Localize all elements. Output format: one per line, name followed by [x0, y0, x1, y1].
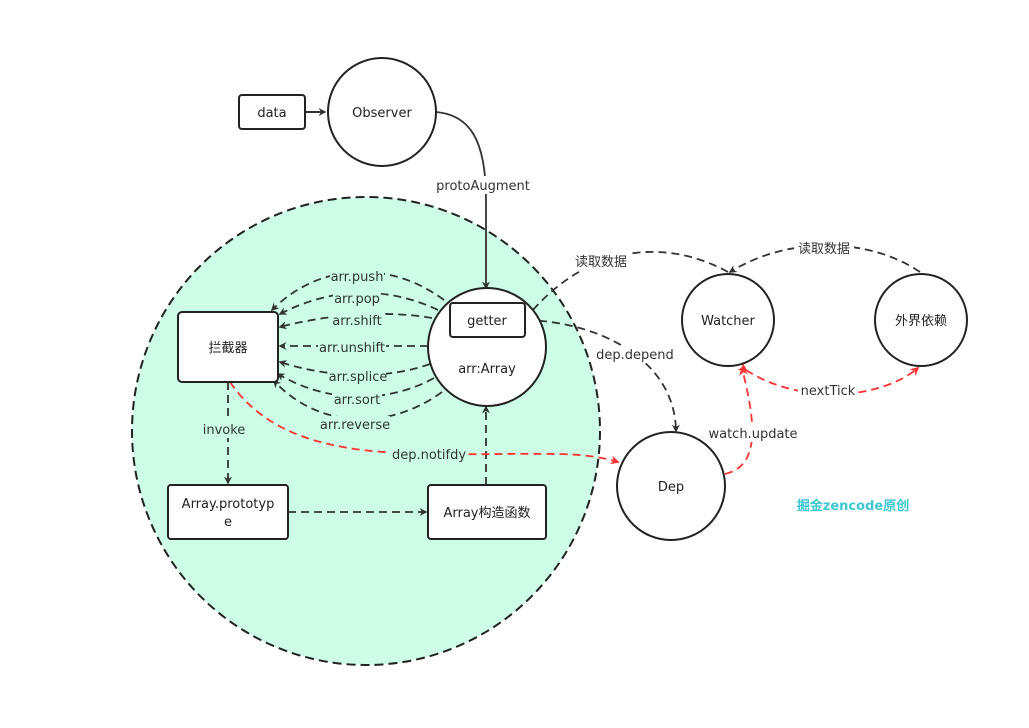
- array-constructor-node-label: Array构造函数: [443, 506, 530, 521]
- svg-text:protoAugment: protoAugment: [436, 179, 530, 194]
- label-proto-augment: protoAugment: [433, 176, 533, 194]
- edge-watch-update: [724, 366, 754, 475]
- dep-node: [616, 431, 726, 541]
- label-arr-sort: arr.sort: [332, 391, 382, 408]
- label-arr-push: arr.push: [330, 268, 384, 285]
- array-prototype-node: [167, 484, 289, 540]
- edge-arr-shift: [278, 313, 433, 330]
- svg-text:读取数据: 读取数据: [575, 255, 627, 270]
- svg-text:arr.sort: arr.sort: [334, 393, 381, 408]
- label-watch-update: watch.update: [708, 425, 798, 442]
- svg-text:读取数据: 读取数据: [798, 242, 850, 257]
- svg-text:arr.splice: arr.splice: [329, 370, 388, 385]
- watcher-node: [681, 273, 775, 367]
- label-invoke: invoke: [200, 421, 250, 438]
- label-next-tick: nextTick: [798, 382, 858, 399]
- array-constructor-node: [427, 484, 547, 540]
- svg-text:arr.pop: arr.pop: [334, 292, 380, 307]
- arr-array-node-label: arr:Array: [458, 362, 516, 377]
- label-arr-unshift: arr.unshift: [318, 340, 386, 356]
- data-node: [238, 94, 306, 130]
- label-dep-notify: dep.notifdy: [390, 446, 468, 463]
- svg-text:arr.shift: arr.shift: [332, 314, 381, 329]
- svg-text:arr.reverse: arr.reverse: [320, 418, 390, 433]
- watcher-node-label: Watcher: [701, 314, 755, 329]
- svg-text:arr.unshift: arr.unshift: [319, 341, 385, 356]
- label-arr-shift: arr.shift: [330, 313, 384, 329]
- observer-node-label: Observer: [352, 106, 412, 121]
- svg-text:dep.depend: dep.depend: [596, 348, 674, 363]
- array-prototype-node-label-2: e: [224, 515, 232, 530]
- external-dep-node-label: 外界依赖: [895, 314, 947, 329]
- label-dep-depend: dep.depend: [594, 346, 676, 363]
- data-node-label: data: [257, 106, 286, 121]
- interceptor-node-label: 拦截器: [208, 341, 247, 356]
- getter-node-label: getter: [467, 314, 507, 329]
- getter-node: [449, 302, 526, 338]
- edge-arr-splice: [278, 360, 431, 376]
- svg-text:invoke: invoke: [203, 423, 246, 438]
- array-prototype-node-label-1: Array.prototyp: [182, 497, 275, 512]
- svg-text:watch.update: watch.update: [708, 427, 797, 442]
- dep-node-label: Dep: [658, 480, 684, 495]
- label-arr-pop: arr.pop: [333, 291, 381, 307]
- external-dep-node: [874, 273, 968, 367]
- label-arr-reverse: arr.reverse: [320, 416, 390, 433]
- interceptor-node: [177, 311, 279, 383]
- svg-text:dep.notifdy: dep.notifdy: [392, 448, 466, 463]
- label-read-data-1: 读取数据: [571, 253, 631, 270]
- observer-node: [327, 57, 437, 167]
- label-arr-splice: arr.splice: [329, 368, 388, 385]
- svg-text:nextTick: nextTick: [801, 384, 856, 399]
- label-read-data-2: 读取数据: [794, 240, 854, 257]
- svg-text:arr.push: arr.push: [331, 270, 384, 285]
- watermark-text: 掘金zencode原创: [797, 498, 909, 514]
